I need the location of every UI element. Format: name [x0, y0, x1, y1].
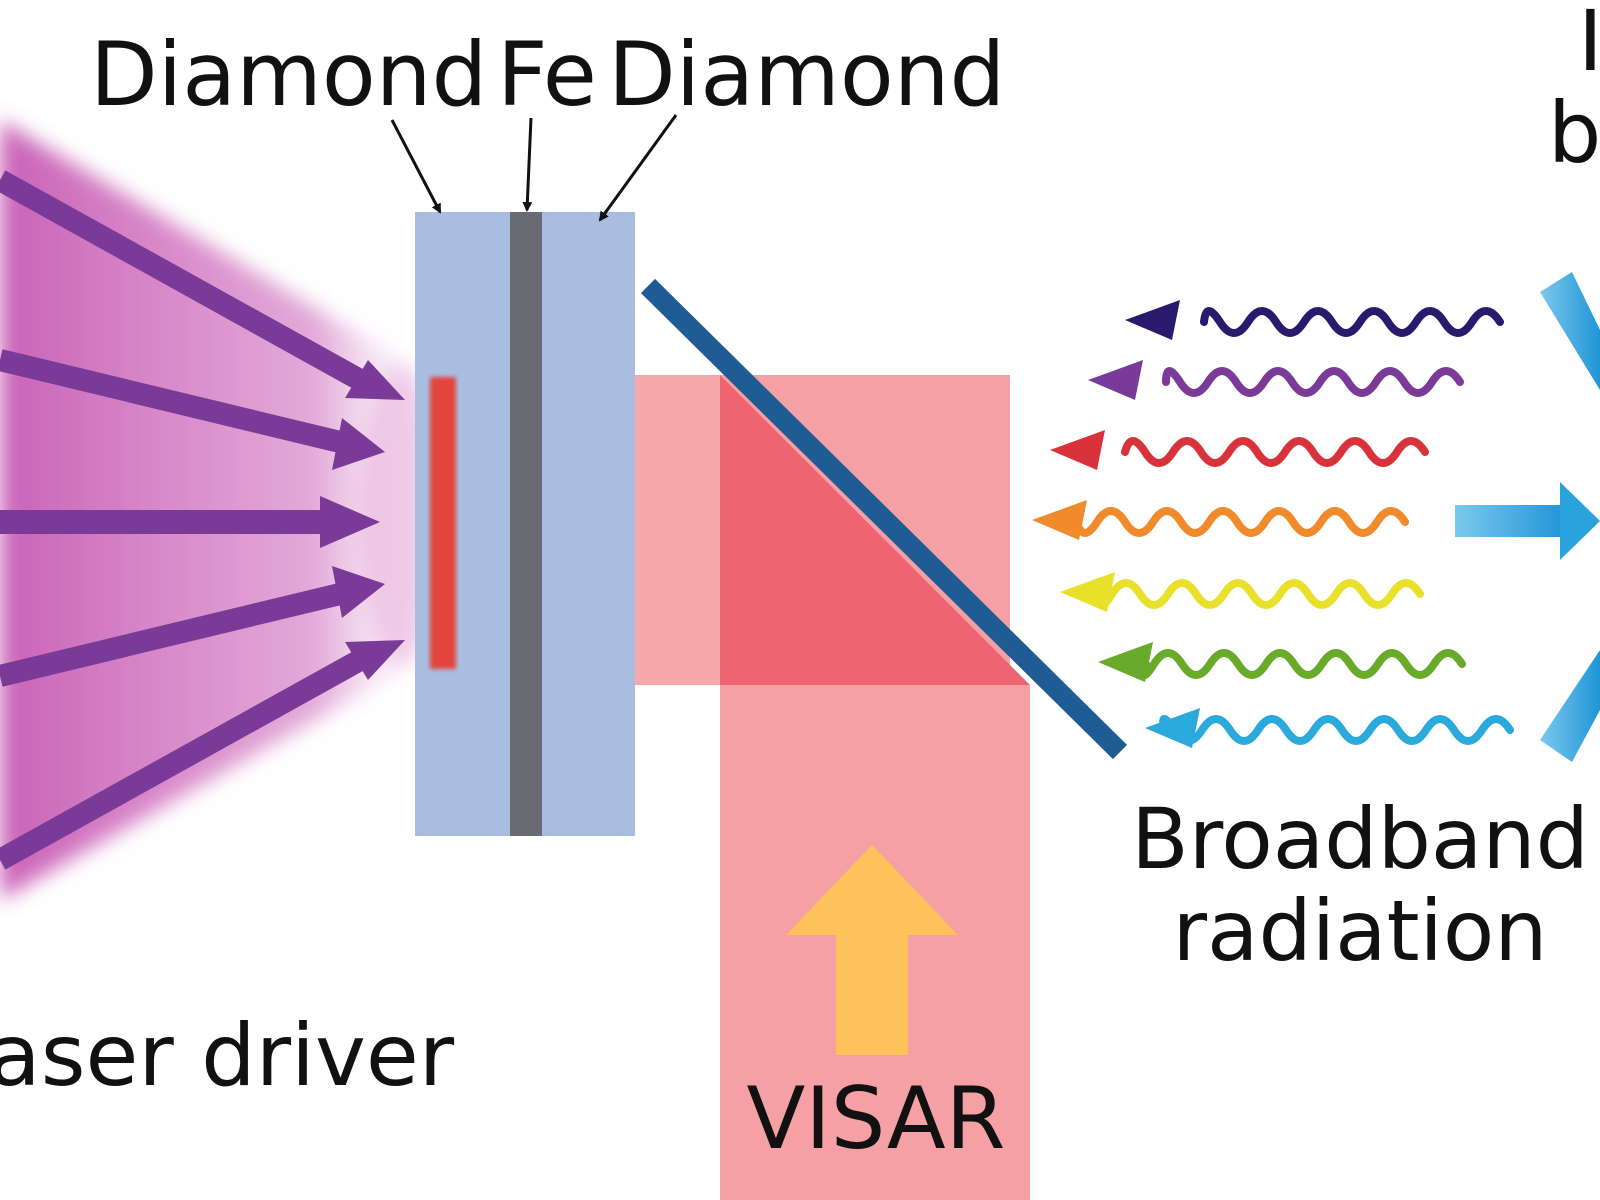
arrow-right-icon [0, 349, 385, 470]
detector [1455, 272, 1600, 762]
label-diamond-left: Diamond [90, 23, 487, 126]
wavy-arrow-left-icon [1125, 300, 1504, 340]
arrow-right-icon [0, 566, 385, 687]
label-pointers [390, 114, 678, 222]
label-broadband-line2: radiation [1172, 882, 1547, 980]
arrow-right-icon [1455, 482, 1600, 560]
mirror [640, 278, 1128, 760]
wavy-arrow-left-icon [1050, 430, 1429, 470]
label-fe: Fe [497, 23, 597, 126]
label-edge-top-line1: I [1578, 0, 1600, 90]
arrow-up-icon [786, 845, 958, 1055]
arrow-right-icon [0, 170, 405, 400]
target-assembly [415, 212, 635, 836]
wavy-arrow-left-icon [1098, 642, 1466, 682]
wavy-arrow-left-icon [1032, 500, 1409, 540]
hot-spot [430, 377, 456, 669]
wavy-arrow-left-icon [1060, 572, 1424, 612]
label-visar: VISAR [747, 1069, 1006, 1169]
wavy-arrow-left-icon [1145, 708, 1514, 748]
wavy-arrow-left-icon [1088, 360, 1464, 400]
broadband-waves [1032, 300, 1514, 748]
arrow-right-icon [0, 640, 405, 870]
label-diamond-right: Diamond [608, 23, 1005, 126]
label-laser-driver: aser driver [0, 1006, 455, 1106]
visar-beam [635, 375, 1030, 1200]
diamond-layer-left [415, 212, 512, 836]
fe-layer [510, 212, 542, 836]
arrow-right-icon [0, 496, 380, 548]
label-broadband-line1: Broadband [1131, 790, 1589, 888]
label-edge-top-line2: b [1548, 84, 1600, 182]
laser-arrows [0, 170, 405, 870]
diamond-layer-right [542, 212, 635, 836]
